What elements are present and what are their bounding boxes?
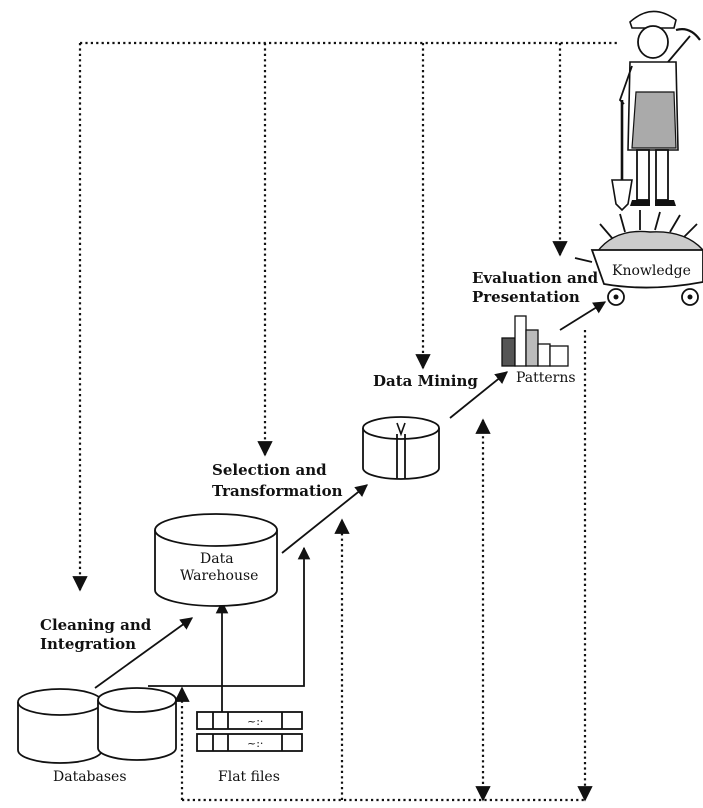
data-mining-icon — [363, 417, 439, 479]
evaluation-label-line2: Presentation — [472, 288, 580, 306]
cleaning-label-line1: Cleaning and — [40, 616, 152, 634]
evaluation-label-line1: Evaluation and — [472, 269, 599, 287]
warehouse-label-line1: Data — [200, 551, 234, 567]
svg-text:~:·: ~:· — [247, 715, 263, 728]
svg-text:~:·: ~:· — [247, 737, 263, 750]
knowledge-label: Knowledge — [612, 263, 691, 279]
patterns-icon — [502, 316, 568, 366]
patterns-label: Patterns — [516, 370, 576, 386]
data-mining-label: Data Mining — [373, 372, 478, 390]
feedback-lines-top — [80, 43, 620, 590]
warehouse-label-line2: Warehouse — [180, 568, 258, 584]
flat-files-label: Flat files — [218, 769, 280, 785]
cleaning-label-line2: Integration — [40, 635, 136, 653]
databases-icon — [18, 688, 176, 763]
selection-label-line2: Transformation — [212, 482, 343, 500]
miner-with-shovel-icon — [612, 11, 700, 210]
selection-label-line1: Selection and — [212, 461, 327, 479]
knowledge-cart-icon — [575, 210, 703, 305]
databases-label: Databases — [53, 769, 127, 785]
flat-files-icon: ~:· ~:· — [197, 712, 302, 751]
